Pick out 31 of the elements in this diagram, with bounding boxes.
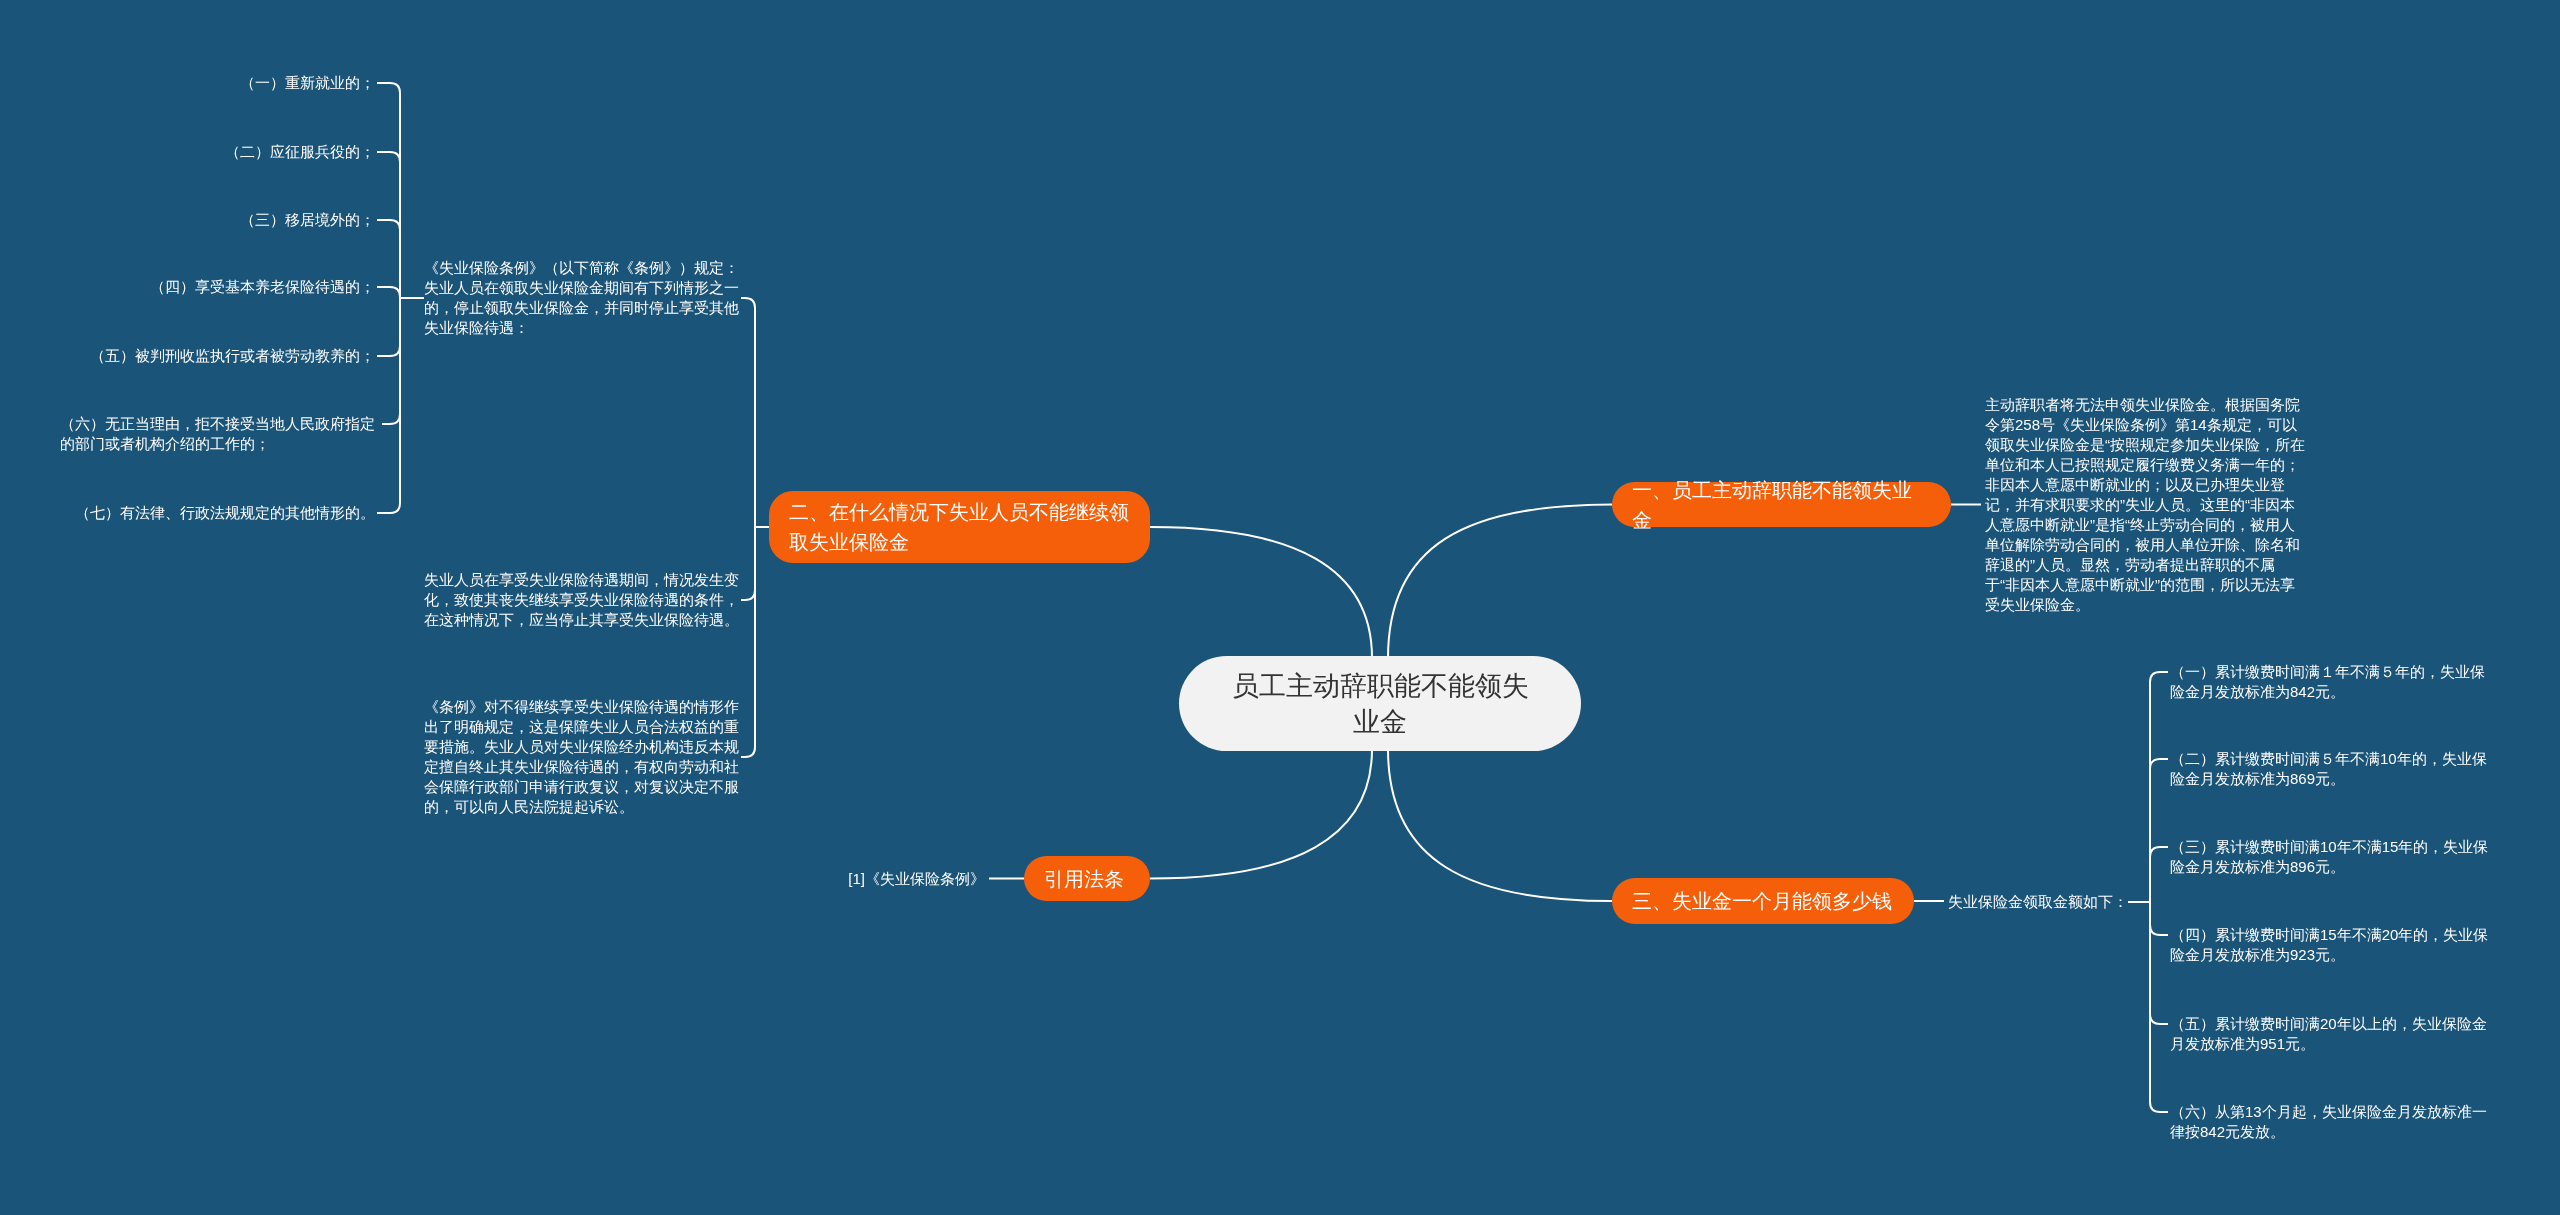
list-item-text: （二）累计缴费时间满５年不满10年的，失业保险金月发放标准为869元。 (2170, 749, 2495, 789)
central-topic: 员工主动辞职能不能领失业金 (1179, 656, 1581, 751)
list-item-text: （四）累计缴费时间满15年不满20年的，失业保险金月发放标准为923元。 (2170, 925, 2495, 965)
list-item-text: （五）被判刑收监执行或者被劳动教养的； (89, 346, 375, 366)
branch-topic: 一、员工主动辞职能不能领失业金 (1612, 482, 1951, 527)
note-text: 《失业保险条例》（以下简称《条例》）规定：失业人员在领取失业保险金期间有下列情形之一的，停止领取失业保险金，并同时停止享受其他失业保险待遇： (424, 258, 739, 338)
list-item-text: （一）重新就业的； (239, 73, 375, 93)
connector-line (988, 877, 1025, 880)
connector-line (1950, 503, 1982, 506)
list-item-text: （三）移居境外的； (239, 210, 375, 230)
connector-line (1387, 748, 1613, 902)
branch-topic: 三、失业金一个月能领多少钱 (1612, 878, 1914, 924)
list-item-text: （六）从第13个月起，失业保险金月发放标准一律按842元发放。 (2170, 1102, 2495, 1142)
branch-topic: 引用法条 (1024, 856, 1150, 901)
connector-line (1149, 748, 1373, 880)
note-text: 主动辞职者将无法申领失业保险金。根据国务院令第258号《失业保险条例》第14条规定，可以领取失业保险金是“按照规定参加失业保险，所在单位和本人已按照规定履行缴费义务满一年的；非因本人意愿中断就业的；以及已办理失业登记，并有求职要求的”失业人员。这里的“非因本人意愿中断就业”是指“终止劳动合同的，被用人单位解除劳动合同的，被用人单位开除、除名和辞退的”人员。显然，劳动者提出辞职的不属于“非因本人意愿中断就业”的范围，所以无法享受失业保险金。 (1985, 395, 2305, 615)
note-text: 失业人员在享受失业保险待遇期间，情况发生变化，致使其丧失继续享受失业保险待遇的条件，在这种情况下，应当停止其享受失业保险待遇。 (424, 570, 739, 630)
list-item-text: （七）有法律、行政法规规定的其他情形的。 (74, 503, 375, 523)
branch-topic: 二、在什么情况下失业人员不能继续领取失业保险金 (769, 491, 1150, 563)
list-item-text: （二）应征服兵役的； (224, 142, 375, 162)
list-item-text: （四）享受基本养老保险待遇的； (149, 277, 375, 297)
reference-text: [1]《失业保险条例》 (847, 869, 985, 889)
list-item-text: （三）累计缴费时间满10年不满15年的，失业保险金月发放标准为896元。 (2170, 837, 2495, 877)
note-text: 失业保险金领取金额如下： (1948, 892, 2128, 912)
list-item-text: （一）累计缴费时间满１年不满５年的，失业保险金月发放标准为842元。 (2170, 662, 2495, 702)
connector-line (1149, 526, 1373, 659)
list-item-text: （六）无正当理由，拒不接受当地人民政府指定的部门或者机构介绍的工作的； (60, 414, 380, 454)
list-item-text: （五）累计缴费时间满20年以上的，失业保险金月发放标准为951元。 (2170, 1014, 2495, 1054)
connector-line (1387, 503, 1613, 659)
note-text: 《条例》对不得继续享受失业保险待遇的情形作出了明确规定，这是保障失业人员合法权益的重要措施。失业人员对失业保险经办机构违反本规定擅自终止其失业保险待遇的，有权向劳动和社会保障行政部门申请行政复议，对复议决定不服的，可以向人民法院提起诉讼。 (424, 697, 739, 817)
connector-line (1913, 900, 1945, 902)
